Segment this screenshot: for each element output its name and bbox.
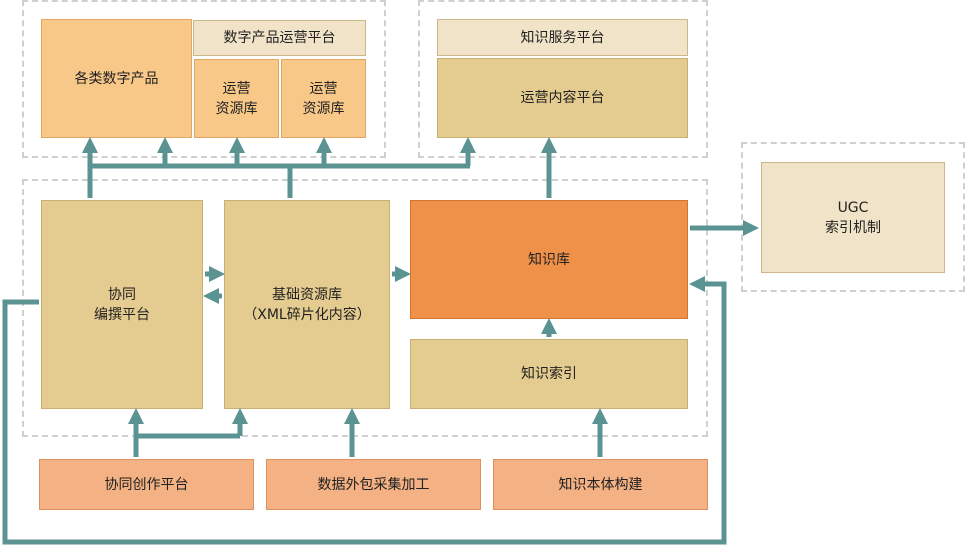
ops-resource-lib-1-box: 运营 资源库: [194, 59, 279, 138]
top-right-group: [418, 0, 708, 158]
ugc-group: [741, 142, 965, 292]
knowledge-ontology-box: 知识本体构建: [493, 459, 708, 510]
knowledge-base-box: 知识库: [410, 200, 688, 319]
data-outsource-box: 数据外包采集加工: [266, 459, 481, 510]
knowledge-index-box: 知识索引: [410, 339, 688, 409]
ops-resource-lib-2-box: 运营 资源库: [281, 59, 366, 138]
top-left-group: [22, 0, 386, 158]
collab-edit-platform-box: 协同 编撰平台: [41, 200, 203, 409]
ugc-index-box: UGC 索引机制: [761, 162, 945, 273]
base-resource-lib-box: 基础资源库 （XML碎片化内容）: [224, 200, 390, 409]
ops-content-platform-box: 运营内容平台: [437, 58, 688, 138]
digital-ops-platform-box: 数字产品运营平台: [193, 20, 366, 56]
digital-products-box: 各类数字产品: [41, 19, 192, 138]
collab-create-platform-box: 协同创作平台: [39, 459, 254, 510]
knowledge-service-platform-box: 知识服务平台: [437, 19, 688, 56]
